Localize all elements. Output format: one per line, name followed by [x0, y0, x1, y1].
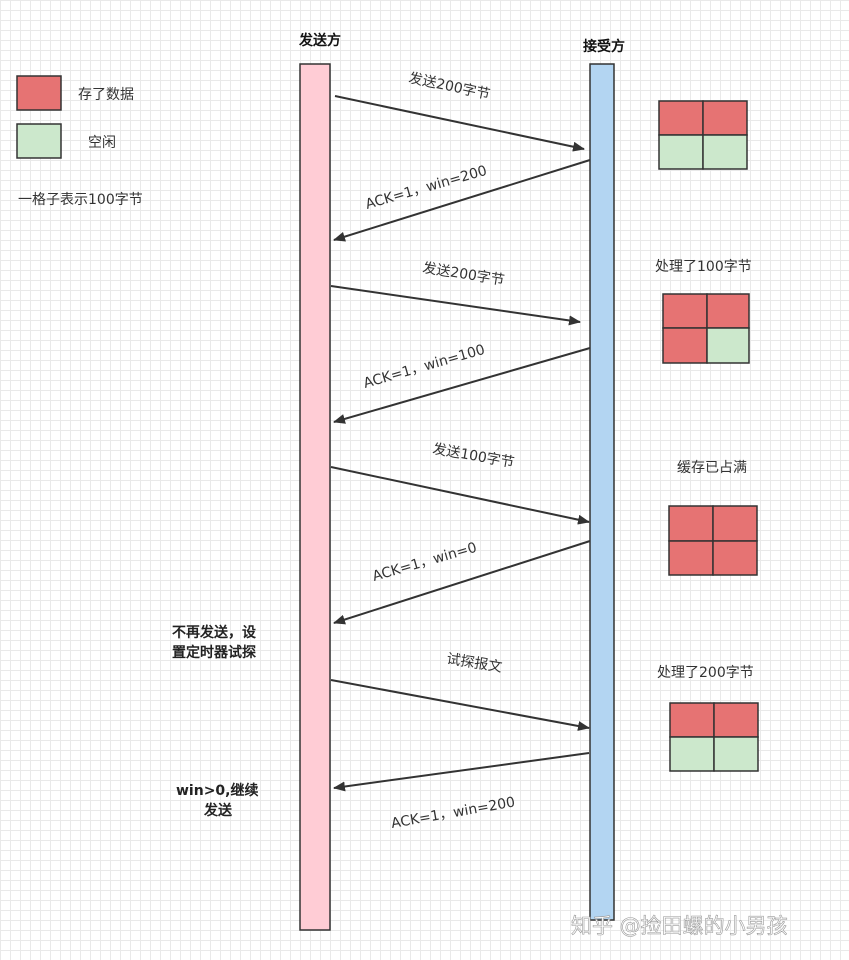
message-7: ACK=1，win=200	[333, 752, 590, 832]
message-label: ACK=1，win=200	[364, 163, 489, 213]
legend-unit-note: 一格子表示100字节	[18, 192, 143, 208]
sender-note-0-line-1: 置定时器试探	[172, 644, 256, 661]
buffer-cell-used	[669, 702, 715, 738]
legend-free-swatch	[16, 123, 62, 159]
message-label: 发送200字节	[407, 70, 491, 103]
message-0: 发送200字节	[334, 70, 585, 152]
message-label: ACK=1，win=200	[390, 794, 516, 832]
buffer-label: 处理了100字节	[655, 259, 752, 275]
message-label: ACK=1，win=100	[362, 342, 487, 392]
receiver-lifeline	[589, 63, 615, 921]
buffer-cell-free	[706, 327, 750, 364]
buffer-cell-free	[702, 134, 748, 170]
buffer-cell-used	[662, 327, 708, 364]
message-4: 发送100字节	[330, 441, 590, 525]
buffer-label: 处理了200字节	[657, 665, 754, 681]
buffer-cell-free	[713, 736, 759, 772]
message-label: 试探报文	[445, 651, 503, 676]
message-6: 试探报文	[330, 651, 590, 731]
buffer-cell-used	[713, 702, 759, 738]
receiver-title: 接受方	[583, 38, 625, 55]
sender-title: 发送方	[298, 32, 341, 49]
message-2: 发送200字节	[330, 260, 581, 326]
message-label: 发送200字节	[421, 260, 505, 289]
message-1: ACK=1，win=200	[333, 159, 591, 242]
legend-used-label: 存了数据	[78, 87, 134, 103]
legend-free-label: 空闲	[88, 135, 116, 151]
buffer-cell-free	[669, 736, 715, 772]
sender-note-0-line-0: 不再发送，设	[172, 624, 257, 641]
buffer-cell-used	[712, 505, 758, 542]
buffer-cell-used	[706, 293, 750, 329]
buffer-cell-used	[658, 100, 704, 136]
buffer-label: 缓存已占满	[677, 460, 747, 476]
watermark: 知乎 @捡田螺的小男孩	[571, 914, 788, 938]
sender-lifeline	[299, 63, 331, 931]
buffer-1	[662, 293, 750, 364]
message-label: 发送100字节	[431, 441, 515, 471]
message-label: ACK=1，win=0	[371, 540, 479, 585]
buffer-cell-used	[712, 540, 758, 576]
buffer-cell-used	[668, 540, 714, 576]
sender-note-1-line-0: win>0,继续	[176, 782, 259, 799]
buffer-cell-used	[668, 505, 714, 542]
message-3: ACK=1，win=100	[333, 342, 591, 424]
buffer-cell-free	[658, 134, 704, 170]
buffer-3	[669, 702, 759, 772]
legend-used-swatch	[16, 75, 62, 111]
buffer-cell-used	[662, 293, 708, 329]
sender-note-1-line-1: 发送	[203, 802, 233, 819]
buffer-0	[658, 100, 748, 170]
buffer-2	[668, 505, 758, 576]
message-5: ACK=1，win=0	[333, 540, 591, 625]
buffer-cell-used	[702, 100, 748, 136]
